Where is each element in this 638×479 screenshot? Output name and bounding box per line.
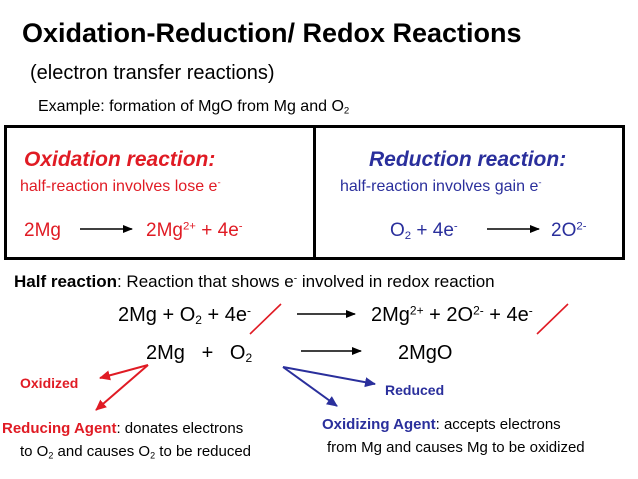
- o2-to-reduced-arrow: [282, 366, 376, 388]
- overall-equation-reactants: 2Mg + O2 + 4e-: [118, 303, 251, 327]
- half-reaction-definition: Half reaction: Reaction that shows e- in…: [14, 272, 495, 291]
- reducing-agent-line2: to O2 and causes O2 to be reduced: [20, 443, 252, 461]
- net-equation-product: 2MgO: [398, 342, 453, 364]
- net-equation-reactants: 2Mg + O2: [146, 342, 253, 365]
- box-divider: [313, 125, 316, 260]
- oxidation-product: 2Mg2+ + 4e-: [146, 220, 243, 241]
- mg-to-reducing-agent-arrow: [95, 364, 149, 411]
- mg-to-oxidized-arrow: [99, 364, 149, 381]
- overall-equation-products: 2Mg2+ + 2O2- + 4e-: [371, 303, 533, 326]
- o2-to-oxidizing-agent-arrow: [282, 366, 338, 407]
- reduction-description: half-reaction involves gain e-: [340, 177, 542, 195]
- strike-product-electrons: [536, 303, 569, 335]
- oxidation-heading: Oxidation reaction:: [24, 148, 216, 171]
- reduced-label: Reduced: [385, 382, 445, 398]
- reduction-heading: Reduction reaction:: [369, 148, 567, 171]
- page-subtitle: (electron transfer reactions): [30, 62, 275, 84]
- oxidation-reactant: 2Mg: [24, 220, 61, 241]
- strike-reactant-electrons: [249, 303, 282, 335]
- page-title: Oxidation-Reduction/ Redox Reactions: [22, 18, 522, 48]
- reduction-reactant: O2 + 4e-: [390, 220, 458, 242]
- reducing-agent-line1: Reducing Agent: donates electrons: [2, 420, 244, 437]
- oxidizing-agent-line1: Oxidizing Agent: accepts electrons: [322, 416, 561, 433]
- example-text: Example: formation of MgO from Mg and O2: [38, 98, 350, 117]
- reduction-product: 2O2-: [551, 220, 587, 241]
- oxidizing-agent-line2: from Mg and causes Mg to be oxidized: [327, 439, 585, 456]
- oxidized-label: Oxidized: [20, 375, 79, 391]
- oxidation-description: half-reaction involves lose e-: [20, 177, 221, 195]
